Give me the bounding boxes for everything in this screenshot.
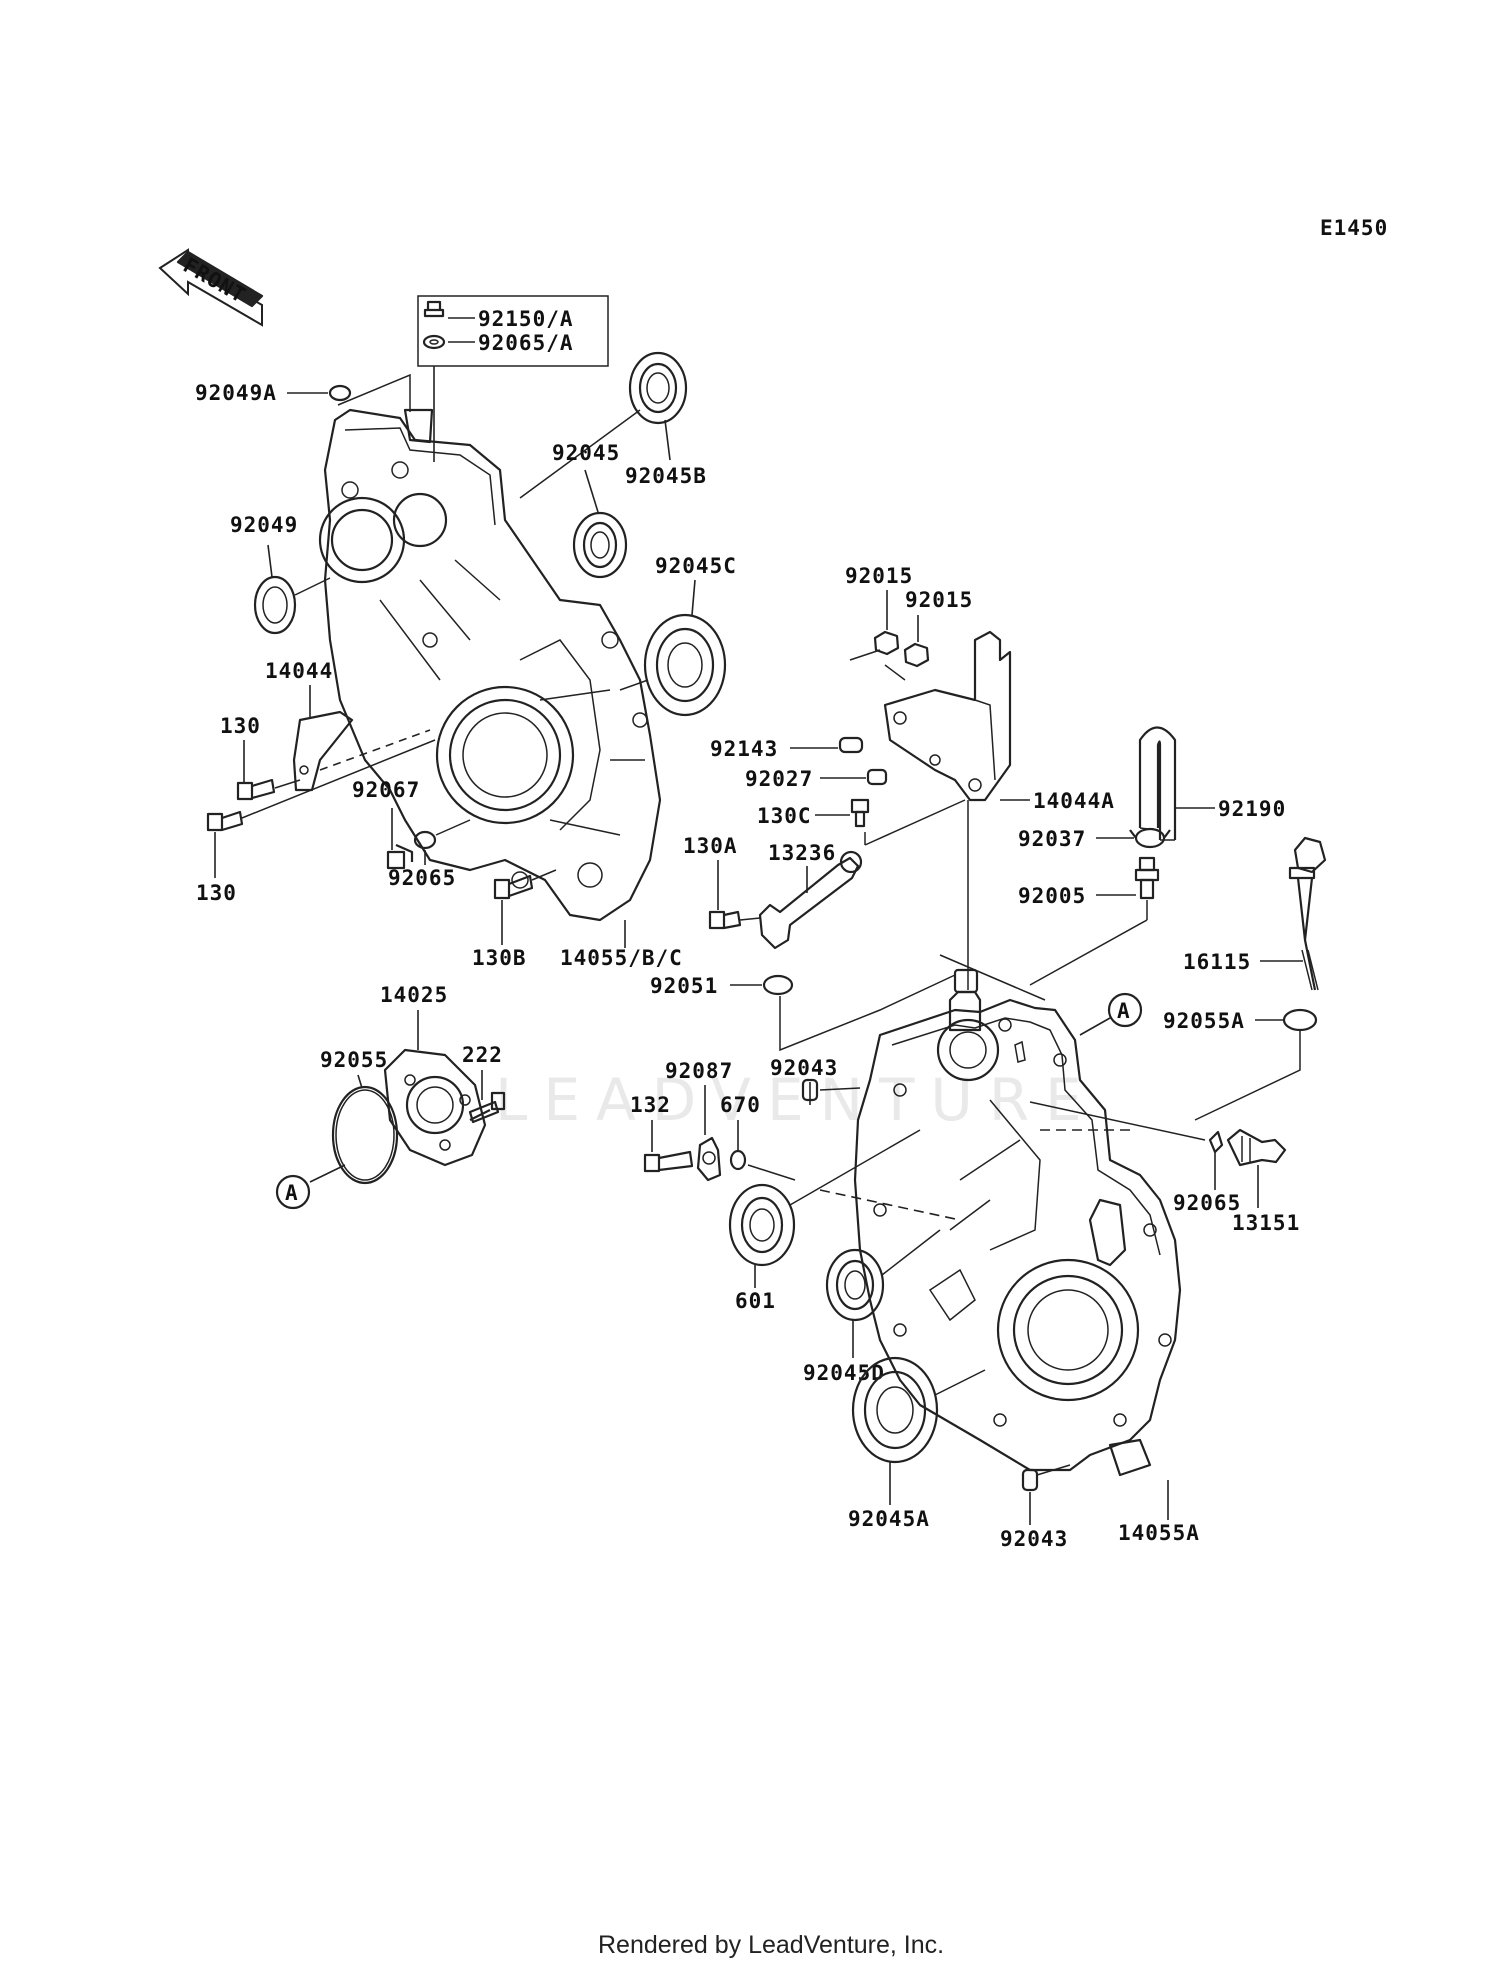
collar-92143 — [838, 736, 864, 754]
dowel-92043-lower — [1021, 1468, 1039, 1492]
screw-222 — [468, 1091, 506, 1124]
bolt-130C — [850, 798, 870, 828]
watermark: LEADVENTURE — [495, 1066, 1098, 1134]
part-92190-label: 92190 — [1218, 797, 1286, 821]
pump-cover-14025 — [383, 1048, 487, 1167]
seal-92049 — [253, 575, 297, 635]
part-13151-label: 13151 — [1232, 1211, 1300, 1235]
part-670-label: 670 — [720, 1093, 761, 1117]
part-92045A-label: 92045A — [848, 1507, 930, 1531]
diagram-code: E1450 — [1320, 216, 1388, 240]
part-92067-label: 92067 — [352, 778, 420, 802]
part-92027-label: 92027 — [745, 767, 813, 791]
part-14044A-label: 14044A — [1033, 789, 1115, 813]
switch-13151 — [1226, 1128, 1287, 1167]
part-130A-label: 130A — [683, 834, 738, 858]
part-14055A-label: 14055A — [1118, 1521, 1200, 1545]
hose-92190 — [1138, 726, 1177, 841]
part-92045D-label: 92045D — [803, 1361, 885, 1385]
part-92087-label: 92087 — [665, 1059, 733, 1083]
part-130-lower-label: 130 — [196, 881, 237, 905]
part-14055BC-label: 14055/B/C — [560, 946, 683, 970]
fitting-92005 — [1134, 856, 1160, 900]
bolt-130-upper — [236, 778, 276, 801]
bearing-92045A — [851, 1356, 939, 1464]
nut-92015-right — [903, 642, 930, 668]
bearing-92045D — [825, 1248, 885, 1322]
part-14044-label: 14044 — [265, 659, 333, 683]
callout-a-left-text: A — [285, 1181, 299, 1205]
part-14025-label: 14025 — [380, 983, 448, 1007]
plate-92087 — [696, 1136, 722, 1182]
part-92065-left-label: 92065 — [388, 866, 456, 890]
part-130B-label: 130B — [472, 946, 527, 970]
lever-13236 — [758, 850, 863, 950]
part-92065-right-label: 92065 — [1173, 1191, 1241, 1215]
part-92143-label: 92143 — [710, 737, 778, 761]
gear-case-right — [853, 968, 1182, 1477]
washer-92065-right — [1208, 1130, 1224, 1154]
part-92045B-label: 92045B — [625, 464, 707, 488]
bolt-132 — [643, 1150, 694, 1173]
part-130C-label: 130C — [757, 804, 812, 828]
seal-92051 — [762, 974, 794, 996]
part-92051-label: 92051 — [650, 974, 718, 998]
part-92055A-label: 92055A — [1163, 1009, 1245, 1033]
bolt-130-lower — [206, 810, 244, 832]
part-92015-right-label: 92015 — [905, 588, 973, 612]
part-92065A-label: 92065/A — [478, 331, 574, 355]
part-92015-left-label: 92015 — [845, 564, 913, 588]
bolt-92067 — [386, 843, 414, 870]
part-92043-lower-label: 92043 — [1000, 1527, 1068, 1551]
callout-a-left — [275, 1174, 311, 1210]
bearing-92045C — [643, 613, 727, 717]
o-ring-92055A — [1282, 1008, 1318, 1032]
bearing-92045B — [628, 351, 688, 425]
part-92045C-label: 92045C — [655, 554, 737, 578]
part-16115-label: 16115 — [1183, 950, 1251, 974]
part-92049A-label: 92049A — [195, 381, 277, 405]
collar-92027 — [866, 768, 888, 786]
part-92043-upper-label: 92043 — [770, 1056, 838, 1080]
callout-a-right-text: A — [1117, 999, 1131, 1023]
part-601-label: 601 — [735, 1289, 776, 1313]
front-arrow-icon: FRONT — [158, 248, 264, 327]
o-ring-670 — [729, 1149, 747, 1171]
nut-92015-left — [873, 630, 900, 656]
bearing-92045 — [572, 511, 628, 579]
part-222-label: 222 — [462, 1043, 503, 1067]
part-130-upper-label: 130 — [220, 714, 261, 738]
bearing-601 — [728, 1183, 796, 1267]
footer-credit: Rendered by LeadVenture, Inc. — [598, 1931, 944, 1959]
gear-case-cover-left — [318, 408, 662, 922]
washer-92065 — [413, 830, 437, 850]
bracket-14044A — [883, 630, 1012, 802]
bolt-130A — [708, 910, 742, 930]
part-92045-label: 92045 — [552, 441, 620, 465]
o-ring-92055 — [331, 1085, 399, 1185]
part-92037-label: 92037 — [1018, 827, 1086, 851]
bolt-130B — [493, 874, 534, 900]
part-92005-label: 92005 — [1018, 884, 1086, 908]
bracket-14044 — [292, 710, 354, 792]
drain-plug-bracket — [417, 295, 609, 462]
part-92049-label: 92049 — [230, 513, 298, 537]
seal-92049A — [328, 384, 352, 402]
part-92055-label: 92055 — [320, 1048, 388, 1072]
callout-a-right — [1107, 992, 1143, 1028]
dipstick-16115 — [1288, 836, 1327, 991]
part-132-label: 132 — [630, 1093, 671, 1117]
clamp-92037 — [1129, 827, 1171, 849]
part-13236-label: 13236 — [768, 841, 836, 865]
part-92150A-label: 92150/A — [478, 307, 574, 331]
